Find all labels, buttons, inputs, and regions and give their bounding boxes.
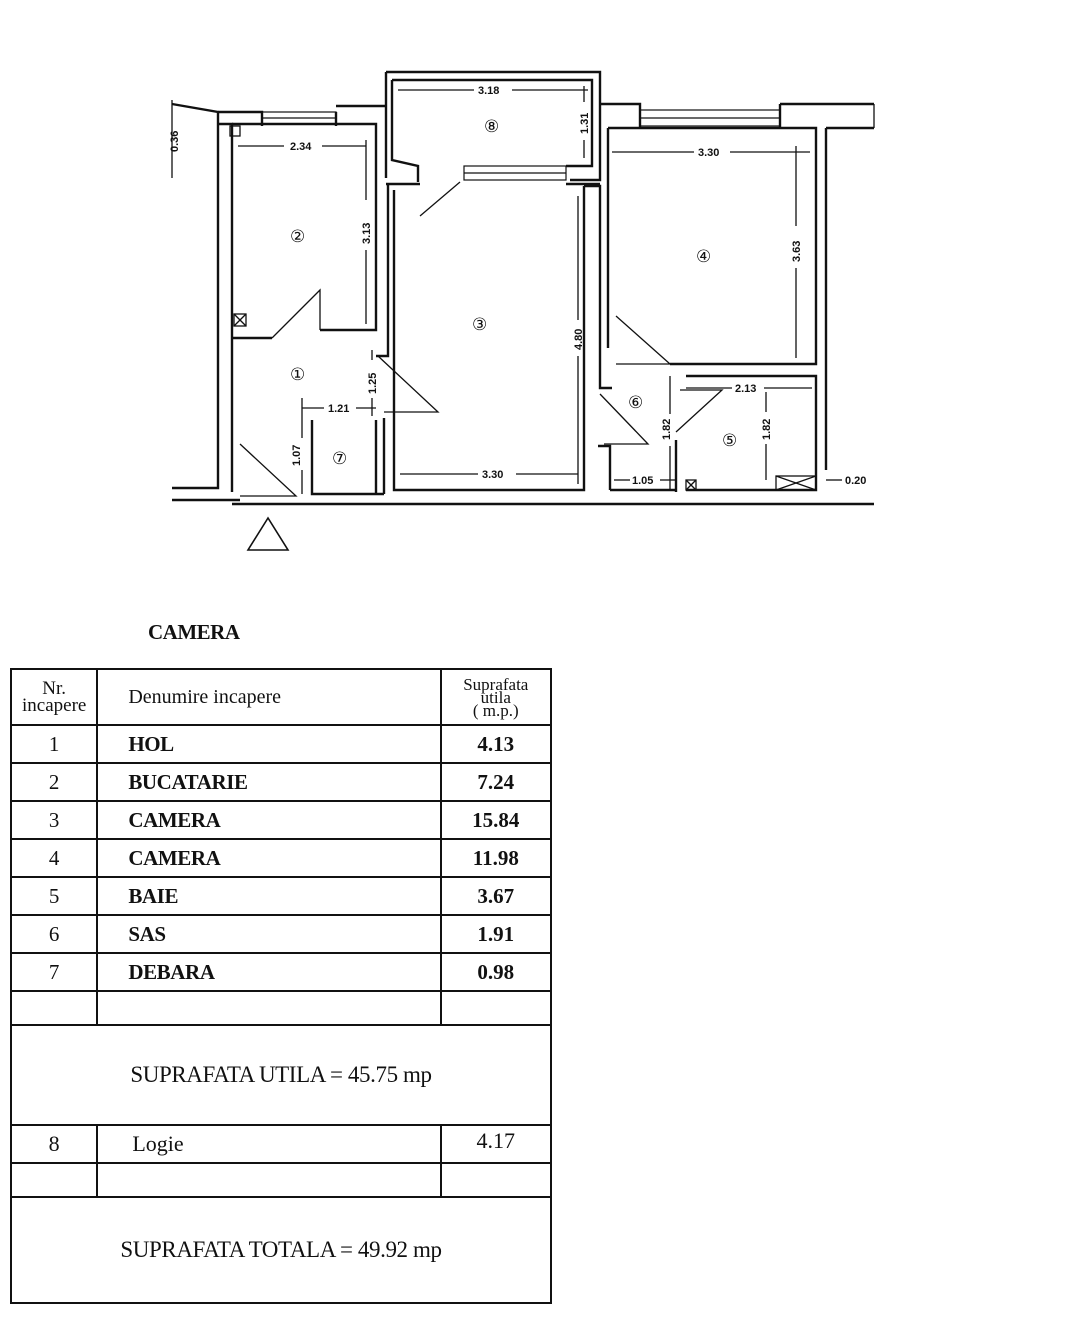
empty-row <box>9 1162 553 1198</box>
room-number-cell: 5 <box>9 876 99 916</box>
walls <box>171 70 874 506</box>
total-area-row: SUPRAFATA TOTALA = 49.92 mp <box>10 1196 552 1304</box>
room-number-cell: 8 <box>9 1124 99 1164</box>
room-area-table: Nr. incapere Denumire incapere Suprafata… <box>9 668 553 1304</box>
table-header-row: Nr. incapere Denumire incapere Suprafata… <box>9 668 553 726</box>
dimension-label: 3.13 <box>361 223 373 244</box>
dimension-label: 3.18 <box>478 85 499 97</box>
room-number: ⑥ <box>628 393 643 412</box>
dimension-label: 1.21 <box>328 403 349 415</box>
room-area-cell: 4.13 <box>439 724 553 764</box>
room-area-cell: 11.98 <box>439 838 553 878</box>
dimension-label: 1.82 <box>761 419 773 440</box>
dimension-label: 2.13 <box>735 383 756 395</box>
room-number-cell: 4 <box>9 838 99 878</box>
room-name-cell: BUCATARIE <box>96 762 442 802</box>
table-row: 7 DEBARA 0.98 <box>9 952 553 992</box>
dimension-label: 1.31 <box>579 113 591 134</box>
dimension-label: 1.82 <box>661 419 673 440</box>
room-number-cell: 7 <box>9 952 99 992</box>
plan-caption: CAMERA <box>148 620 240 644</box>
room-number: ⑧ <box>484 117 499 136</box>
room-number: ⑦ <box>332 449 347 468</box>
header-room-number: Nr. incapere <box>9 668 99 726</box>
dimension-label: 3.30 <box>482 469 503 481</box>
dimension-label: 1.25 <box>367 373 379 394</box>
floor-plan: 0.36 2.34 3.13 3.18 1.31 3.30 3.63 4.80 … <box>169 70 875 551</box>
dimension-label: 1.07 <box>291 445 303 466</box>
dimension-label: 3.30 <box>698 147 719 159</box>
room-number: ③ <box>472 315 487 334</box>
room-number: ② <box>290 227 305 246</box>
dimension-label: 2.34 <box>290 141 312 153</box>
room-name-cell: Logie <box>96 1124 442 1164</box>
room-number: ① <box>290 365 305 384</box>
room-area-cell: 0.98 <box>439 952 553 992</box>
table-row: 5 BAIE 3.67 <box>9 876 553 916</box>
room-area-cell: 15.84 <box>439 800 553 840</box>
fixtures <box>229 125 817 491</box>
room-area-cell: 3.67 <box>439 876 553 916</box>
dimension-label: 1.05 <box>632 475 653 487</box>
table-row: 4 CAMERA 11.98 <box>9 838 553 878</box>
room-number: ④ <box>696 247 711 266</box>
windows <box>261 104 875 181</box>
table-row: 6 SAS 1.91 <box>9 914 553 954</box>
useful-area-total: SUPRAFATA UTILA = 45.75 mp <box>10 1024 552 1126</box>
dimension-label: 4.80 <box>573 329 585 350</box>
useful-area-total-row: SUPRAFATA UTILA = 45.75 mp <box>10 1024 552 1126</box>
dimension-label: 0.20 <box>845 475 866 487</box>
empty-row <box>9 990 553 1026</box>
room-name-cell: BAIE <box>96 876 442 916</box>
table-row: 2 BUCATARIE 7.24 <box>9 762 553 802</box>
room-number-cell: 1 <box>9 724 99 764</box>
logia-row: 8 Logie 4.17 <box>9 1124 553 1164</box>
doors <box>239 181 724 497</box>
room-name-cell: SAS <box>96 914 442 954</box>
dimension-label: 3.63 <box>791 241 803 262</box>
total-area: SUPRAFATA TOTALA = 49.92 mp <box>10 1196 552 1304</box>
table-row: 3 CAMERA 15.84 <box>9 800 553 840</box>
room-name-cell: CAMERA <box>96 838 442 878</box>
room-name-cell: CAMERA <box>96 800 442 840</box>
table-row: 1 HOL 4.13 <box>9 724 553 764</box>
room-number-cell: 3 <box>9 800 99 840</box>
room-area-cell: 1.91 <box>439 914 553 954</box>
dimension-lines <box>171 86 842 494</box>
room-number: ⑤ <box>722 431 737 450</box>
header-useful-area: Suprafata utila ( m.p.) <box>439 668 553 726</box>
room-area-cell: 4.17 <box>439 1124 553 1164</box>
header-room-name: Denumire incapere <box>96 668 442 726</box>
room-number-cell: 6 <box>9 914 99 954</box>
room-name-cell: DEBARA <box>96 952 442 992</box>
room-number-cell: 2 <box>9 762 99 802</box>
dimension-label: 0.36 <box>169 131 181 152</box>
entrance-triangle-icon <box>246 516 290 551</box>
room-area-cell: 7.24 <box>439 762 553 802</box>
room-name-cell: HOL <box>96 724 442 764</box>
